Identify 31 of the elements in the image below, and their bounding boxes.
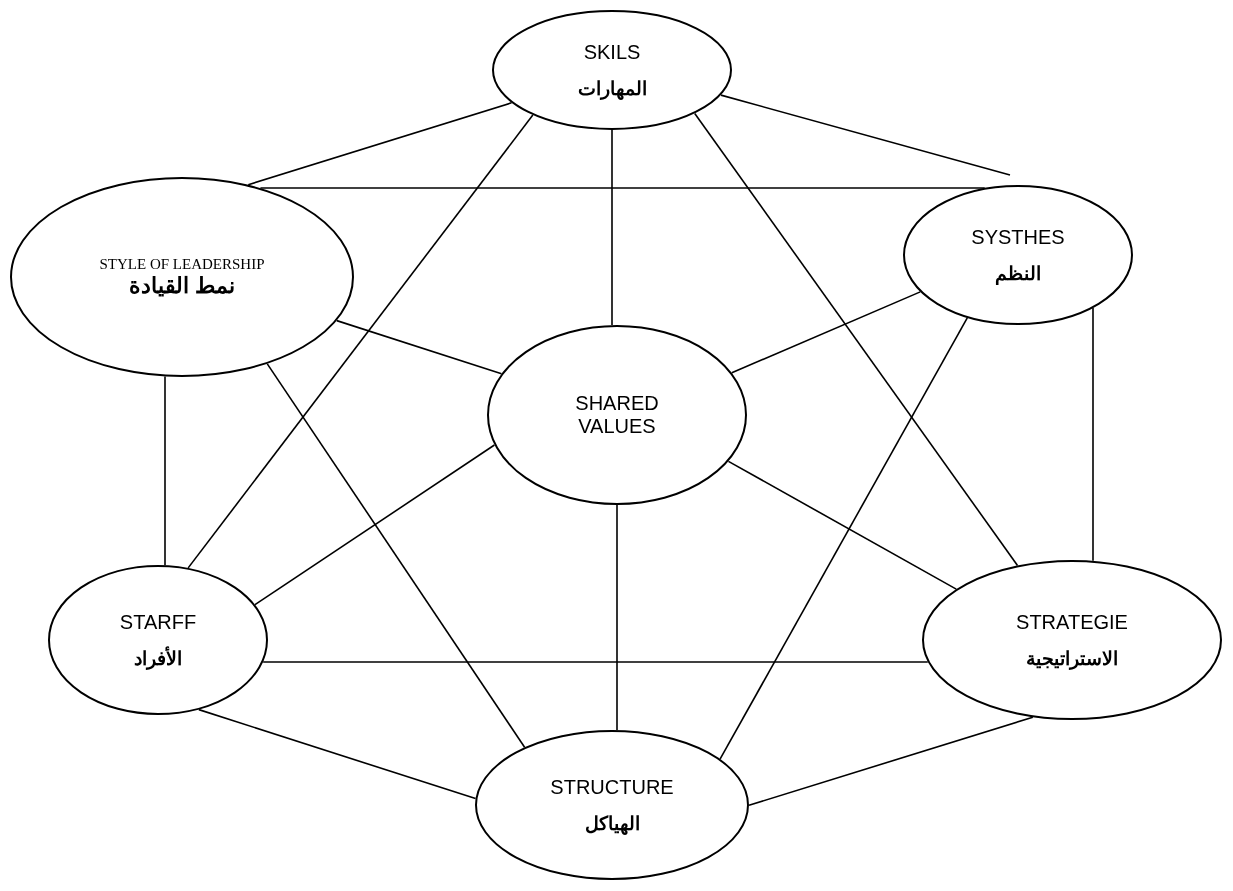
connector-line (198, 708, 477, 800)
node-label: STRATEGIE (1016, 610, 1128, 634)
arabic-label: الهياكل (584, 812, 640, 835)
connector-line (693, 112, 1019, 567)
connector-line (611, 129, 613, 326)
arabic-label: نمط القيادة (128, 272, 236, 299)
connector-line (731, 291, 922, 374)
arabic-label: النظم (995, 262, 1041, 285)
connector-line (720, 94, 1011, 176)
node-label: STRUCTURE (550, 775, 674, 799)
arabic-label: الأفراد (134, 647, 182, 670)
connector-line (187, 114, 534, 569)
node-label: SHARED VALUES (574, 392, 660, 438)
connector-line (247, 102, 513, 186)
connector-line (1092, 307, 1094, 562)
node-label: SYSTHES (971, 225, 1065, 249)
connector-line (164, 375, 166, 566)
connector-line (262, 661, 929, 663)
connector-line (266, 363, 526, 749)
node-label: STYLE OF LEADERSHIP (99, 255, 265, 273)
connector-line (259, 187, 986, 189)
connector-line (254, 444, 496, 606)
arabic-label: الاستراتيجية (1026, 647, 1118, 670)
connector-line (335, 319, 503, 375)
node-label: STARFF (119, 610, 197, 634)
arabic-label: المهارات (577, 77, 647, 100)
connector-line (727, 460, 958, 590)
connector-line (748, 716, 1034, 807)
connector-line (616, 504, 618, 731)
connector-line (719, 317, 969, 760)
node-label: SKILS (583, 40, 641, 64)
